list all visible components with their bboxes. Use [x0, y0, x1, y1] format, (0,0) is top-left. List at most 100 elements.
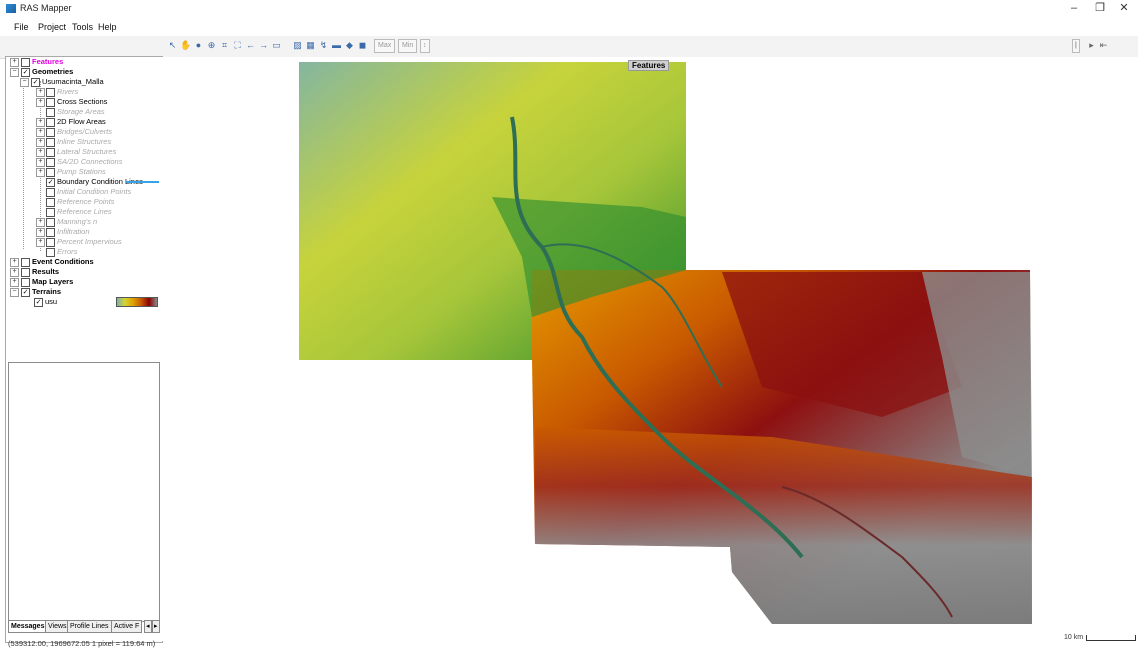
layers-icon[interactable]: ▬	[332, 40, 341, 50]
tab-profile-lines[interactable]: Profile Lines	[67, 620, 112, 633]
select-icon[interactable]: ↖	[168, 40, 177, 50]
tab-messages[interactable]: Messages	[8, 620, 48, 633]
tree-geometries[interactable]: − ✓ Geometries	[10, 67, 160, 77]
layer-checkbox[interactable]	[46, 138, 55, 147]
expand-icon[interactable]: +	[36, 148, 45, 157]
geometries-checkbox[interactable]: ✓	[21, 68, 30, 77]
tab-scroll-right[interactable]: ▸	[152, 620, 160, 633]
rewind-icon[interactable]: ⇤	[1099, 40, 1108, 50]
zoom-extent-icon[interactable]: ⌗	[221, 40, 228, 50]
tree-layer-reference-points[interactable]: Reference Points	[36, 197, 160, 207]
minimize-button[interactable]: –	[1070, 2, 1078, 14]
terrain-legend-swatch[interactable]	[116, 297, 158, 307]
layer-checkbox[interactable]	[46, 148, 55, 157]
measure-icon[interactable]: ▭	[272, 40, 281, 50]
layer-checkbox[interactable]	[46, 128, 55, 137]
back-arrow-icon[interactable]: ←	[246, 40, 255, 50]
terrain-map[interactable]	[162, 57, 1138, 641]
restore-button[interactable]: ❐	[1095, 2, 1105, 14]
tree-layer-2d-flow-areas[interactable]: + 2D Flow Areas	[36, 117, 160, 127]
tree-layer-rivers[interactable]: + Rivers	[36, 87, 160, 97]
collapse-icon[interactable]: −	[10, 288, 19, 297]
tree-layer-mannings-n[interactable]: + Manning's n	[36, 217, 160, 227]
layer-checkbox[interactable]	[46, 98, 55, 107]
forward-arrow-icon[interactable]: →	[259, 40, 268, 50]
results-checkbox[interactable]	[21, 268, 30, 277]
expand-icon[interactable]: +	[36, 98, 45, 107]
tree-layer-reference-lines[interactable]: Reference Lines	[36, 207, 160, 217]
layer-checkbox[interactable]	[46, 88, 55, 97]
tree-layer-inline-structures[interactable]: + Inline Structures	[36, 137, 160, 147]
menu-tools[interactable]: Tools	[72, 22, 94, 32]
map-view[interactable]: Features 10 km	[162, 57, 1138, 641]
tree-layer-sa-2d-connections[interactable]: + SA/2D Connections	[36, 157, 160, 167]
tree-layer-boundary-condition-lines[interactable]: ✓ Boundary Condition Lines	[36, 177, 160, 187]
expand-icon[interactable]: +	[36, 218, 45, 227]
messages-pane[interactable]	[8, 362, 160, 622]
collapse-icon[interactable]: −	[20, 78, 29, 87]
expand-icon[interactable]: +	[10, 278, 19, 287]
tree-layer-lateral-structures[interactable]: + Lateral Structures	[36, 147, 160, 157]
layer-checkbox[interactable]	[46, 108, 55, 117]
layer-checkbox[interactable]	[46, 248, 55, 257]
terrains-checkbox[interactable]: ✓	[21, 288, 30, 297]
map-layers-checkbox[interactable]	[21, 278, 30, 287]
tree-layer-storage-areas[interactable]: Storage Areas	[36, 107, 160, 117]
layer-checkbox[interactable]	[46, 118, 55, 127]
expand-icon[interactable]: +	[36, 228, 45, 237]
close-button[interactable]: ✕	[1119, 2, 1129, 14]
layer-checkbox[interactable]	[46, 228, 55, 237]
expand-icon[interactable]: +	[36, 118, 45, 127]
plot-icon[interactable]: ↯	[319, 40, 328, 50]
layer-checkbox[interactable]	[46, 198, 55, 207]
table-icon[interactable]: ▦	[306, 40, 315, 50]
time-start-button[interactable]: |	[1072, 39, 1080, 53]
tree-features[interactable]: + Features	[10, 57, 160, 67]
menu-project[interactable]: Project	[38, 22, 67, 32]
tree-layer-pump-stations[interactable]: + Pump Stations	[36, 167, 160, 177]
tree-terrain-usu[interactable]: ✓ usu	[24, 297, 160, 307]
tab-scroll-left[interactable]: ◂	[144, 620, 152, 633]
layer-checkbox[interactable]	[46, 158, 55, 167]
collapse-icon[interactable]: −	[10, 68, 19, 77]
expand-icon[interactable]: +	[36, 168, 45, 177]
menu-file[interactable]: File	[14, 22, 29, 32]
layer-checkbox[interactable]	[46, 218, 55, 227]
tree-geometry-usumacinta[interactable]: − ✓ Usumacinta_Malla	[20, 77, 160, 87]
tree-terrains[interactable]: − ✓ Terrains	[10, 287, 160, 297]
terrain-icon[interactable]: ◆	[346, 40, 353, 50]
tree-layer-errors[interactable]: Errors	[36, 247, 160, 257]
tree-layer-initial-condition-points[interactable]: Initial Condition Points	[36, 187, 160, 197]
tree-layer-cross-sections[interactable]: + Cross Sections	[36, 97, 160, 107]
max-button[interactable]: Max	[374, 39, 396, 53]
expand-icon[interactable]: +	[36, 238, 45, 247]
tree-layer-percent-impervious[interactable]: + Percent Impervious	[36, 237, 160, 247]
layer-checkbox[interactable]: ✓	[46, 178, 55, 187]
play-icon[interactable]: ▸	[1089, 40, 1094, 50]
expand-icon[interactable]: +	[36, 158, 45, 167]
tab-active-features[interactable]: Active F	[111, 620, 143, 633]
layer-checkbox[interactable]	[46, 238, 55, 247]
features-checkbox[interactable]	[21, 58, 30, 67]
layer-checkbox[interactable]	[46, 208, 55, 217]
globe-icon[interactable]: ●	[195, 40, 202, 50]
expand-icon[interactable]: +	[10, 58, 19, 67]
menu-help[interactable]: Help	[98, 22, 117, 32]
tree-layer-bridges[interactable]: + Bridges/Culverts	[36, 127, 160, 137]
expand-icon[interactable]: +	[36, 88, 45, 97]
expand-icon[interactable]: +	[36, 138, 45, 147]
expand-icon[interactable]: +	[36, 128, 45, 137]
expand-icon[interactable]: +	[10, 258, 19, 267]
zoom-full-icon[interactable]: ⛶	[234, 40, 241, 50]
terrain-checkbox[interactable]: ✓	[34, 298, 43, 307]
tree-map-layers[interactable]: + Map Layers	[10, 277, 160, 287]
database-icon[interactable]: ◼	[358, 40, 367, 50]
tree-event-conditions[interactable]: + Event Conditions	[10, 257, 160, 267]
tab-views[interactable]: Views	[45, 620, 70, 633]
expand-icon[interactable]: +	[10, 268, 19, 277]
event-conditions-checkbox[interactable]	[21, 258, 30, 267]
profile-icon[interactable]: ▨	[293, 40, 302, 50]
profile-toggle-button[interactable]: ↕	[420, 39, 430, 53]
tree-layer-infiltration[interactable]: + Infiltration	[36, 227, 160, 237]
geometry-checkbox[interactable]: ✓	[31, 78, 40, 87]
